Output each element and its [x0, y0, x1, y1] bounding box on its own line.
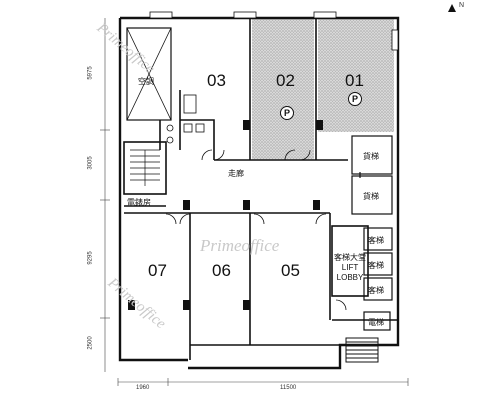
parking-label-01: P	[352, 94, 359, 104]
dim-left-4: 2500	[87, 336, 94, 350]
corridor-label: 走廊	[228, 169, 244, 178]
dimension-lines	[100, 18, 409, 386]
passenger-lift-boxes	[363, 227, 393, 331]
unit-01-hatch	[318, 18, 394, 132]
passenger-lift-label-2: 客梯	[368, 261, 384, 270]
unit-05-label: 05	[281, 261, 300, 280]
bottom-shaft	[345, 337, 379, 363]
dim-bottom-left: 1960	[136, 385, 150, 391]
cargo-lift-boxes	[351, 135, 393, 215]
unit-02-label: 02	[276, 71, 295, 90]
parking-icon-02	[280, 106, 294, 120]
passenger-lift-label-3: 客梯	[368, 286, 384, 295]
dim-left-1: 5975	[87, 66, 94, 80]
columns	[128, 120, 323, 310]
outer-walls	[118, 16, 400, 370]
parking-icon-01	[348, 92, 362, 106]
top-windows	[149, 11, 399, 51]
toilet-fixtures	[166, 94, 205, 144]
unit-07-label: 07	[148, 261, 167, 280]
electric-room-label: 電錶房	[127, 198, 151, 207]
shaft-label: 空調	[138, 77, 154, 86]
lift-lobby-cn: 客梯大堂	[334, 253, 366, 262]
unit-06-label: 06	[212, 261, 231, 280]
dim-left-3: 9295	[87, 251, 94, 265]
dim-left-2: 3005	[87, 156, 94, 170]
interior-walls	[123, 18, 398, 360]
small-lift-label: 電梯	[368, 318, 384, 327]
north-marker: N	[459, 2, 465, 9]
north-arrow-icon	[448, 4, 456, 12]
passenger-lift-label-1: 客梯	[368, 236, 384, 245]
watermark-center: Primeoffice	[200, 236, 280, 255]
lift-lobby-en-1: LIFT	[341, 263, 359, 272]
stair-treads	[130, 149, 160, 186]
door-swings	[165, 149, 347, 311]
unit-01-label: 01	[345, 71, 364, 90]
cargo-lift-label-1: 貨梯	[363, 152, 379, 161]
dim-bottom-right: 11500	[280, 385, 297, 391]
lift-lobby-en-2: LOBBY	[336, 273, 364, 282]
lift-lobby-label: 客梯大堂 LIFT LOBBY	[332, 253, 368, 283]
unit-03-label: 03	[207, 71, 226, 90]
parking-label-02: P	[284, 108, 291, 118]
shaft-box	[126, 27, 172, 121]
unit-02-hatch	[252, 18, 314, 160]
cargo-lift-label-2: 貨梯	[363, 192, 379, 201]
